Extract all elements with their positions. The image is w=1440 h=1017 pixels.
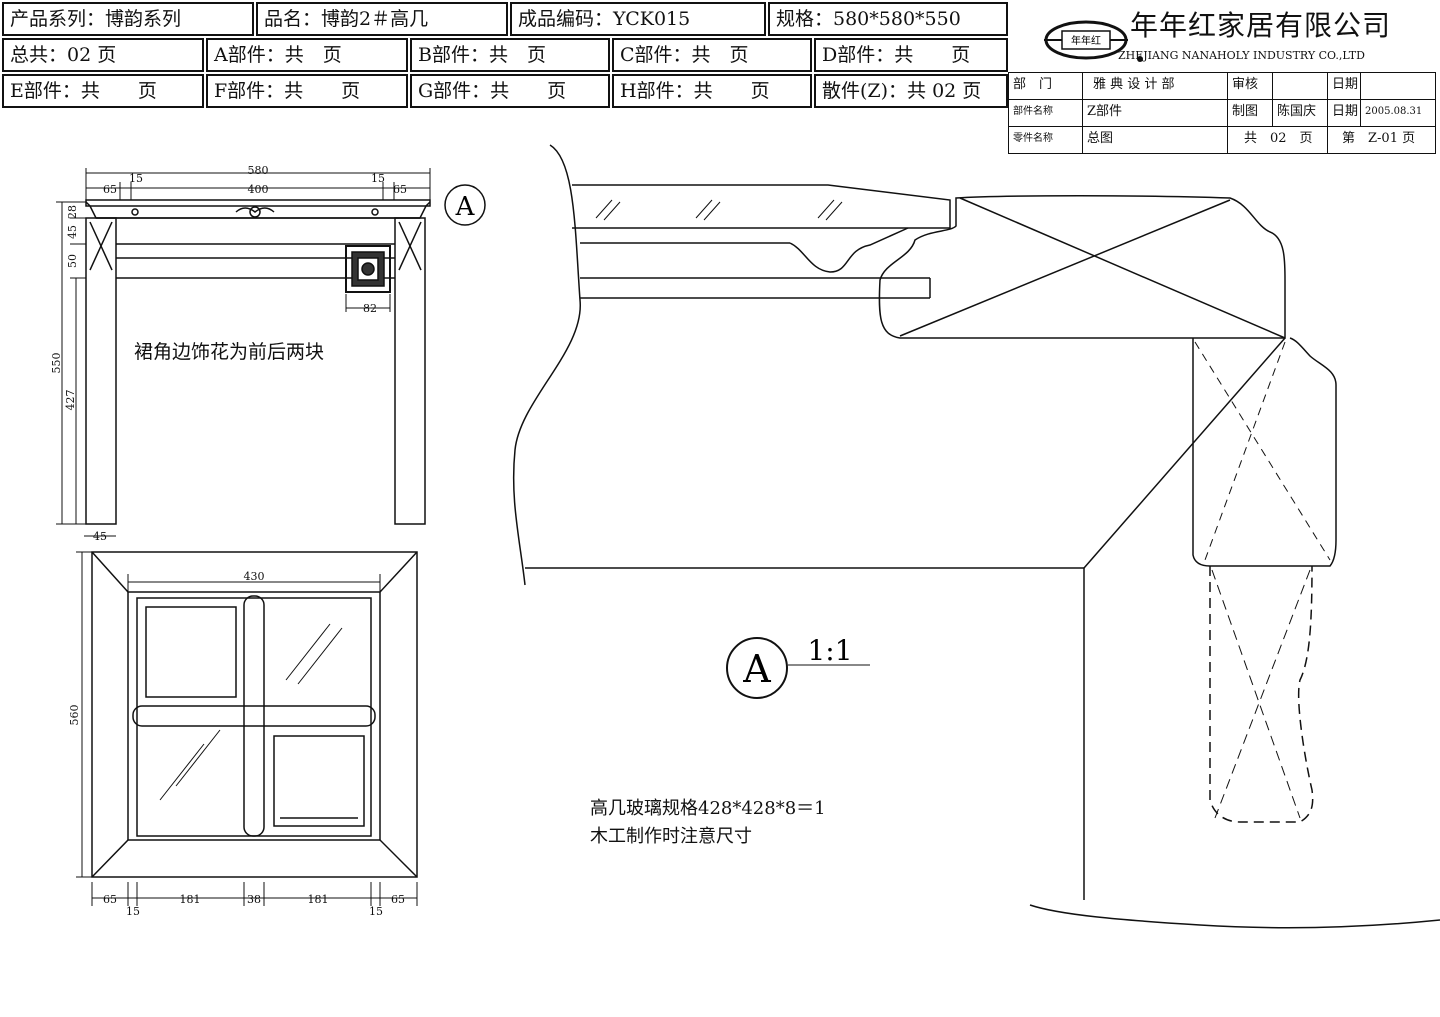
dim-leg-height: 427 — [64, 390, 77, 411]
callout-label-a: A — [455, 192, 476, 222]
dim-side-a-left: 65 — [103, 183, 117, 196]
tb-date-label: 日期 — [1327, 72, 1361, 100]
dim-leg-width: 45 — [93, 530, 107, 543]
header-part-h: H部件：共 页 — [612, 74, 812, 108]
header-part-c: C部件：共 页 — [612, 38, 812, 72]
dim-top-panel-right: 181 — [308, 893, 329, 906]
detail-label: A — [742, 647, 771, 691]
logo-text: 年年红 — [1071, 34, 1101, 47]
dim-top-inner: 430 — [244, 570, 265, 583]
header-spec: 规格：580*580*550 — [768, 2, 1008, 36]
tb-part-value: Z部件 — [1082, 99, 1228, 127]
top-view-dims: 430 560 65 15 181 38 181 15 65 — [68, 570, 405, 918]
tb-review-label: 审核 — [1227, 72, 1273, 100]
tb-date-value — [1360, 72, 1436, 100]
front-view-note: 裙角边饰花为前后两块 — [134, 341, 325, 363]
header-product-series: 产品系列：博韵系列 — [2, 2, 254, 36]
header-loose-parts: 散件(Z)：共 02 页 — [814, 74, 1008, 108]
dim-ornament: 82 — [363, 302, 377, 315]
tb-drawn-date: 2005.08.31 — [1360, 99, 1436, 127]
dim-top-depth: 560 — [68, 705, 81, 726]
dim-top-panel-left: 181 — [180, 893, 201, 906]
header-part-b: B部件：共 页 — [410, 38, 610, 72]
tb-drawn-value: 陈国庆 — [1272, 99, 1328, 127]
header-part-a: A部件：共 页 — [206, 38, 408, 72]
dim-top-offset-left: 15 — [126, 905, 140, 918]
dim-height: 550 — [50, 353, 63, 374]
dim-side-b-right: 15 — [371, 172, 385, 185]
dim-top-offset-right: 15 — [369, 905, 383, 918]
dim-inner-width: 400 — [248, 183, 269, 196]
tb-drawn-label: 制图 — [1227, 99, 1273, 127]
tb-page-no: 第 Z-01 页 — [1327, 126, 1436, 154]
tb-review-value — [1272, 72, 1328, 100]
header-product-name: 品名：博韵2＃高几 — [256, 2, 508, 36]
company-name-cn: 年年红家居有限公司 — [1130, 9, 1392, 42]
dim-apron-c: 50 — [66, 254, 79, 268]
tb-part-label: 部件名称 — [1008, 99, 1083, 127]
tb-piece-value: 总图 — [1082, 126, 1228, 154]
company-block: 年年红 年年红家居有限公司 ZHEJIANG NANAHOLY INDUSTRY… — [1008, 0, 1440, 70]
top-view — [76, 551, 418, 906]
header-total-pages: 总共：02 页 — [2, 38, 204, 72]
tb-piece-label: 零件名称 — [1008, 126, 1083, 154]
header-part-d: D部件：共 页 — [814, 38, 1008, 72]
dim-top-edge-right: 65 — [391, 893, 405, 906]
glass-spec-note: 高几玻璃规格428*428*8＝1 — [590, 798, 826, 819]
header-part-g: G部件：共 页 — [410, 74, 610, 108]
header-part-f: F部件：共 页 — [206, 74, 408, 108]
carpentry-note: 木工制作时注意尺寸 — [590, 826, 752, 847]
company-logo: 年年红 — [1044, 20, 1143, 62]
dim-side-b-left: 15 — [129, 172, 143, 185]
tb-drawn-date-label: 日期 — [1327, 99, 1361, 127]
dim-apron-a: 28 — [66, 205, 79, 219]
header-part-e: E部件：共 页 — [2, 74, 204, 108]
detail-scale: 1:1 — [807, 634, 852, 667]
company-name-en: ZHEJIANG NANAHOLY INDUSTRY CO.,LTD — [1118, 49, 1365, 62]
tb-dept-value: 雅 典 设 计 部 — [1082, 72, 1228, 100]
tb-total-pages: 共 02 页 — [1227, 126, 1328, 154]
dim-side-a-right: 65 — [393, 183, 407, 196]
dim-top-edge-left: 65 — [103, 893, 117, 906]
callout-circle-a — [444, 184, 486, 226]
dim-top-bar: 38 — [247, 893, 261, 906]
dim-overall-width: 580 — [248, 164, 269, 177]
tb-dept-label: 部 门 — [1008, 72, 1083, 100]
header-product-code: 成品编码：YCK015 — [510, 2, 766, 36]
dim-apron-b: 45 — [66, 225, 79, 239]
